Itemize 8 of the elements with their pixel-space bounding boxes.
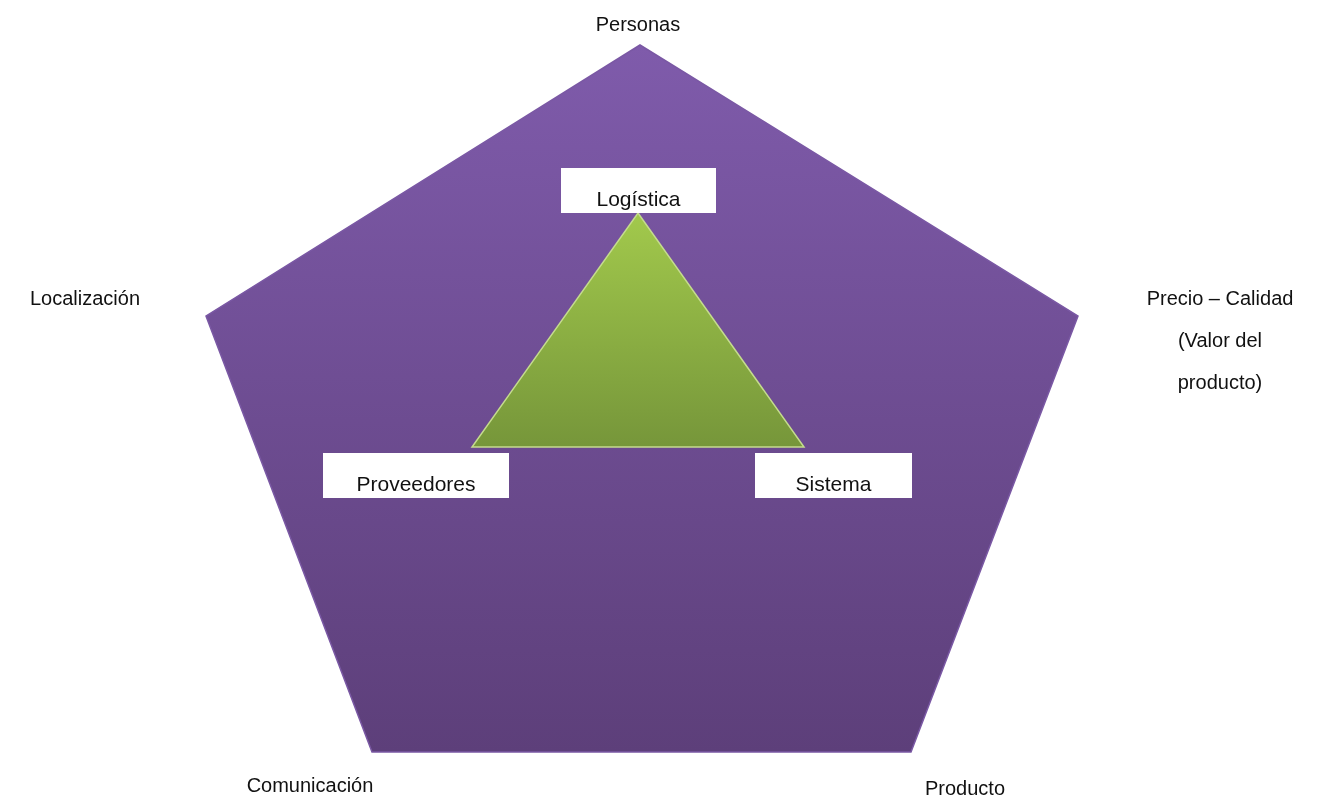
vertex-label: Comunicación: [245, 773, 375, 798]
label-box: Sistema: [755, 453, 912, 498]
label-box: Logística: [561, 168, 716, 213]
label-box: Proveedores: [323, 453, 509, 498]
vertex-label: Precio – Calidad (Valor del producto): [1145, 286, 1295, 395]
vertex-label: Personas: [594, 12, 682, 37]
vertex-label: Localización: [28, 286, 142, 311]
vertex-label: Producto: [923, 776, 1007, 800]
